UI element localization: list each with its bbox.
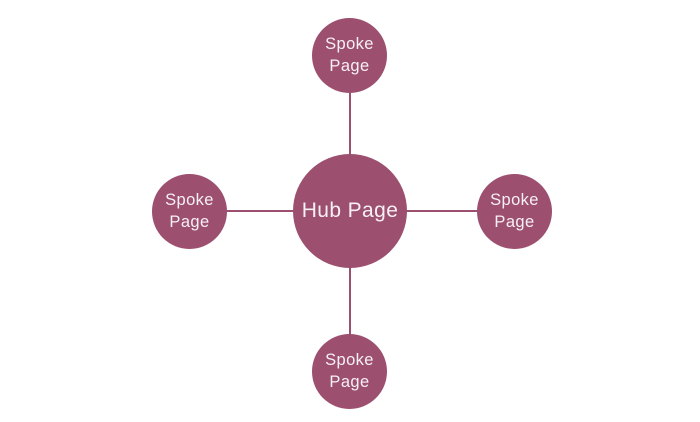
spoke-node-label: Spoke Page (165, 191, 214, 231)
hub-node: Hub Page (293, 154, 407, 268)
spoke-node-top: Spoke Page (312, 18, 387, 93)
spoke-node-bottom: Spoke Page (312, 334, 387, 409)
spoke-node-left: Spoke Page (152, 174, 227, 249)
spoke-node-label: Spoke Page (325, 35, 374, 75)
spoke-node-label: Spoke Page (325, 351, 374, 391)
spoke-node-right: Spoke Page (477, 174, 552, 249)
hub-node-label: Hub Page (301, 198, 399, 222)
spoke-node-label: Spoke Page (490, 191, 539, 231)
